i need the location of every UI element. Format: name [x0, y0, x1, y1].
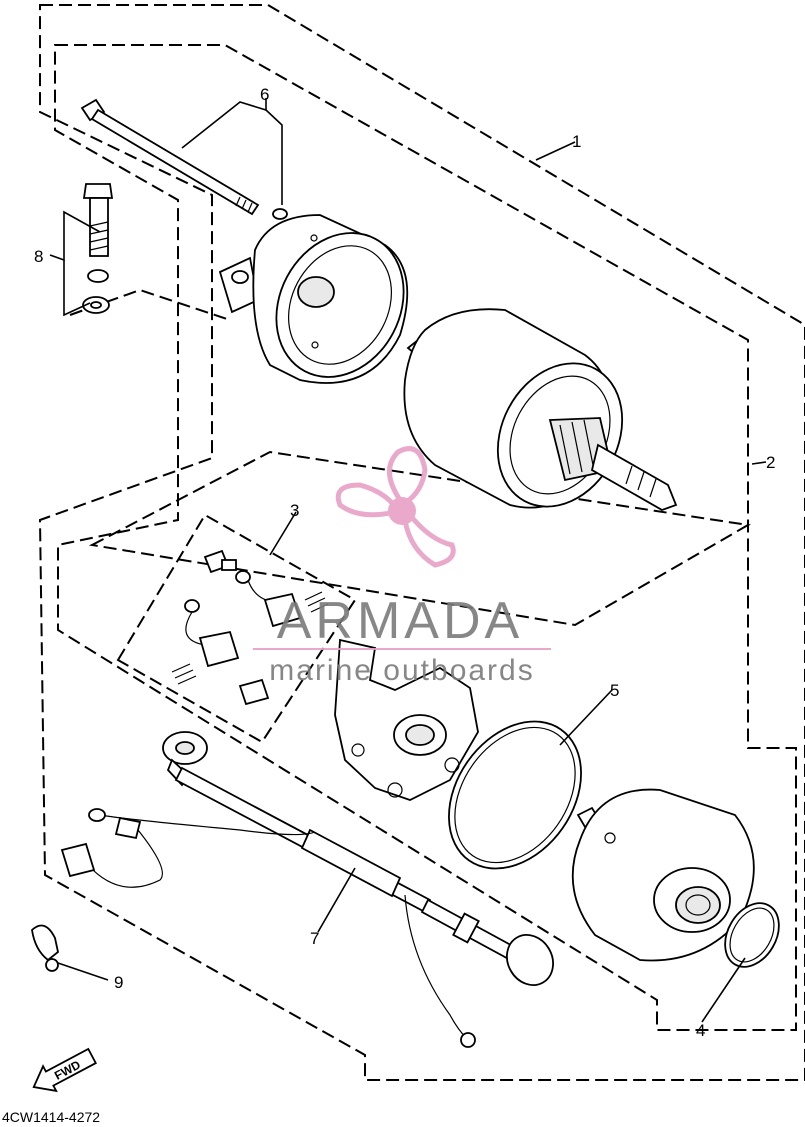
watermark-brand: ARMADA: [277, 592, 523, 650]
leader-lines: [49, 98, 767, 1023]
front-cover: [218, 214, 409, 384]
brush-set: [171, 549, 329, 706]
lead-wire: [60, 731, 554, 1048]
assembly-boundaries: [38, 4, 805, 1081]
callout-6: 6: [260, 85, 269, 104]
fwd-arrow: FWD: [32, 1047, 97, 1093]
wire-clip: [31, 924, 59, 972]
brush-holder: [334, 638, 479, 801]
callout-2: 2: [766, 453, 775, 472]
watermark-tagline: marine outboards: [269, 654, 534, 687]
callout-3: 3: [290, 501, 299, 520]
callout-5: 5: [610, 681, 619, 700]
callout-4: 4: [696, 1021, 705, 1040]
propeller-logo-icon: [335, 446, 456, 568]
o-ring-large: [448, 720, 582, 870]
through-bolt: [80, 98, 288, 220]
mounting-bolt: [82, 183, 114, 314]
callout-7: 7: [310, 929, 319, 948]
drawing-code: 4CW1414-4272: [2, 1109, 100, 1125]
callout-9: 9: [114, 973, 123, 992]
fwd-arrow-icon: [32, 1047, 97, 1093]
callout-1: 1: [572, 132, 581, 151]
callout-8: 8: [34, 247, 43, 266]
watermark-divider: [253, 648, 551, 650]
o-ring-small: [724, 902, 780, 968]
yoke-armature: [403, 308, 678, 511]
callout-labels: 1 2 3 4 5 6 7 8 9: [34, 85, 775, 1040]
armada-watermark: ARMADA marine outboards: [253, 446, 551, 687]
